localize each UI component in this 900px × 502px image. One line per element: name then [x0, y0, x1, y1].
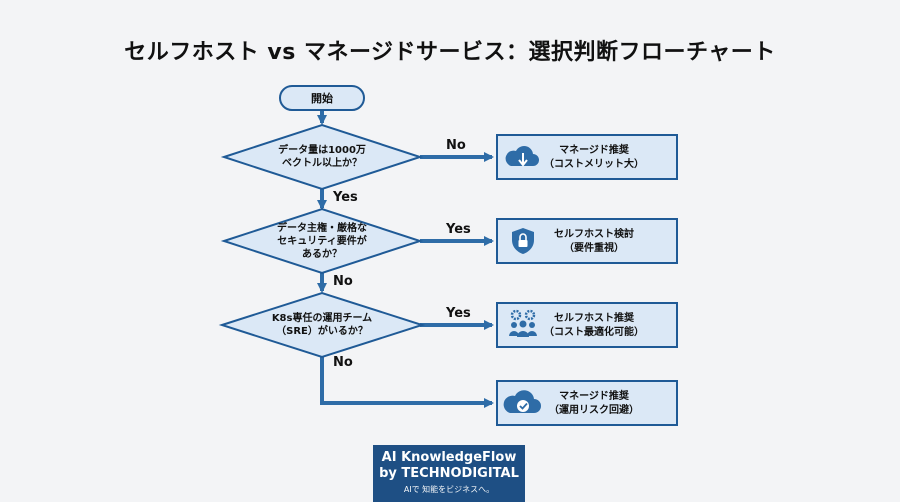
- decision-data-volume-line1: データ量は1000万: [278, 143, 366, 156]
- edge-label-q3-yes: Yes: [445, 306, 471, 321]
- brand-logo: AI KnowledgeFlow by TECHNODIGITAL AIで 知能…: [373, 445, 525, 502]
- result-managed-risk: マネージド推奨 （運用リスク回避）: [496, 380, 678, 426]
- flow-edges: [317, 110, 494, 408]
- result-selfhost-recommended: セルフホスト推奨 （コスト最適化可能）: [496, 302, 678, 348]
- edge-label-q2-no: No: [333, 274, 353, 289]
- result-managed-risk-line2: （運用リスク回避）: [549, 403, 639, 416]
- edge-q3-r4: [320, 357, 494, 408]
- result-selfhost-recommended-line1: セルフホスト推奨: [554, 311, 635, 324]
- edge-label-q2-yes: Yes: [445, 222, 471, 237]
- result-selfhost-review-line1: セルフホスト検討: [554, 227, 634, 240]
- decision-security-line1: データ主権・厳格な: [277, 221, 367, 234]
- decision-sre-team-line1: K8s専任の運用チーム: [272, 311, 372, 324]
- brand-logo-line1: AI KnowledgeFlow: [381, 450, 517, 465]
- cloud-download-icon: [505, 146, 539, 167]
- result-managed-cost-line1: マネージド推奨: [559, 143, 630, 156]
- decision-security: データ主権・厳格な セキュリティ要件が あるか？: [220, 207, 424, 275]
- decision-security-line3: あるか？: [302, 247, 342, 260]
- result-managed-risk-line1: マネージド推奨: [559, 389, 630, 402]
- decision-security-line2: セキュリティ要件が: [277, 234, 367, 247]
- brand-logo-tagline: AIで 知能をビジネスへ。: [403, 485, 495, 494]
- result-managed-cost-line2: （コストメリット大）: [544, 157, 644, 170]
- cloud-check-icon: [503, 390, 541, 413]
- edge-label-q1-yes: Yes: [332, 190, 358, 205]
- team-gears-icon: [509, 309, 537, 337]
- result-selfhost-review-line2: （要件重視）: [564, 241, 624, 254]
- brand-logo-line2: by TECHNODIGITAL: [379, 466, 519, 481]
- decision-data-volume-line2: ベクトル以上か？: [282, 156, 362, 169]
- edge-label-q3-no: No: [333, 355, 353, 370]
- decision-sre-team-line2: （SRE）がいるか？: [276, 324, 368, 337]
- result-managed-cost: マネージド推奨 （コストメリット大）: [496, 134, 678, 180]
- decision-sre-team: K8s専任の運用チーム （SRE）がいるか？: [218, 291, 426, 359]
- start-node: 開始: [279, 85, 365, 111]
- page-title: セルフホスト vs マネージドサービス：選択判断フローチャート: [124, 40, 776, 65]
- decision-data-volume: データ量は1000万 ベクトル以上か？: [220, 123, 424, 191]
- result-selfhost-recommended-line2: （コスト最適化可能）: [544, 325, 644, 338]
- edge-label-q1-no: No: [446, 138, 466, 153]
- result-selfhost-review: セルフホスト検討 （要件重視）: [496, 218, 678, 264]
- start-node-label: 開始: [311, 91, 333, 105]
- shield-lock-icon: [512, 228, 534, 254]
